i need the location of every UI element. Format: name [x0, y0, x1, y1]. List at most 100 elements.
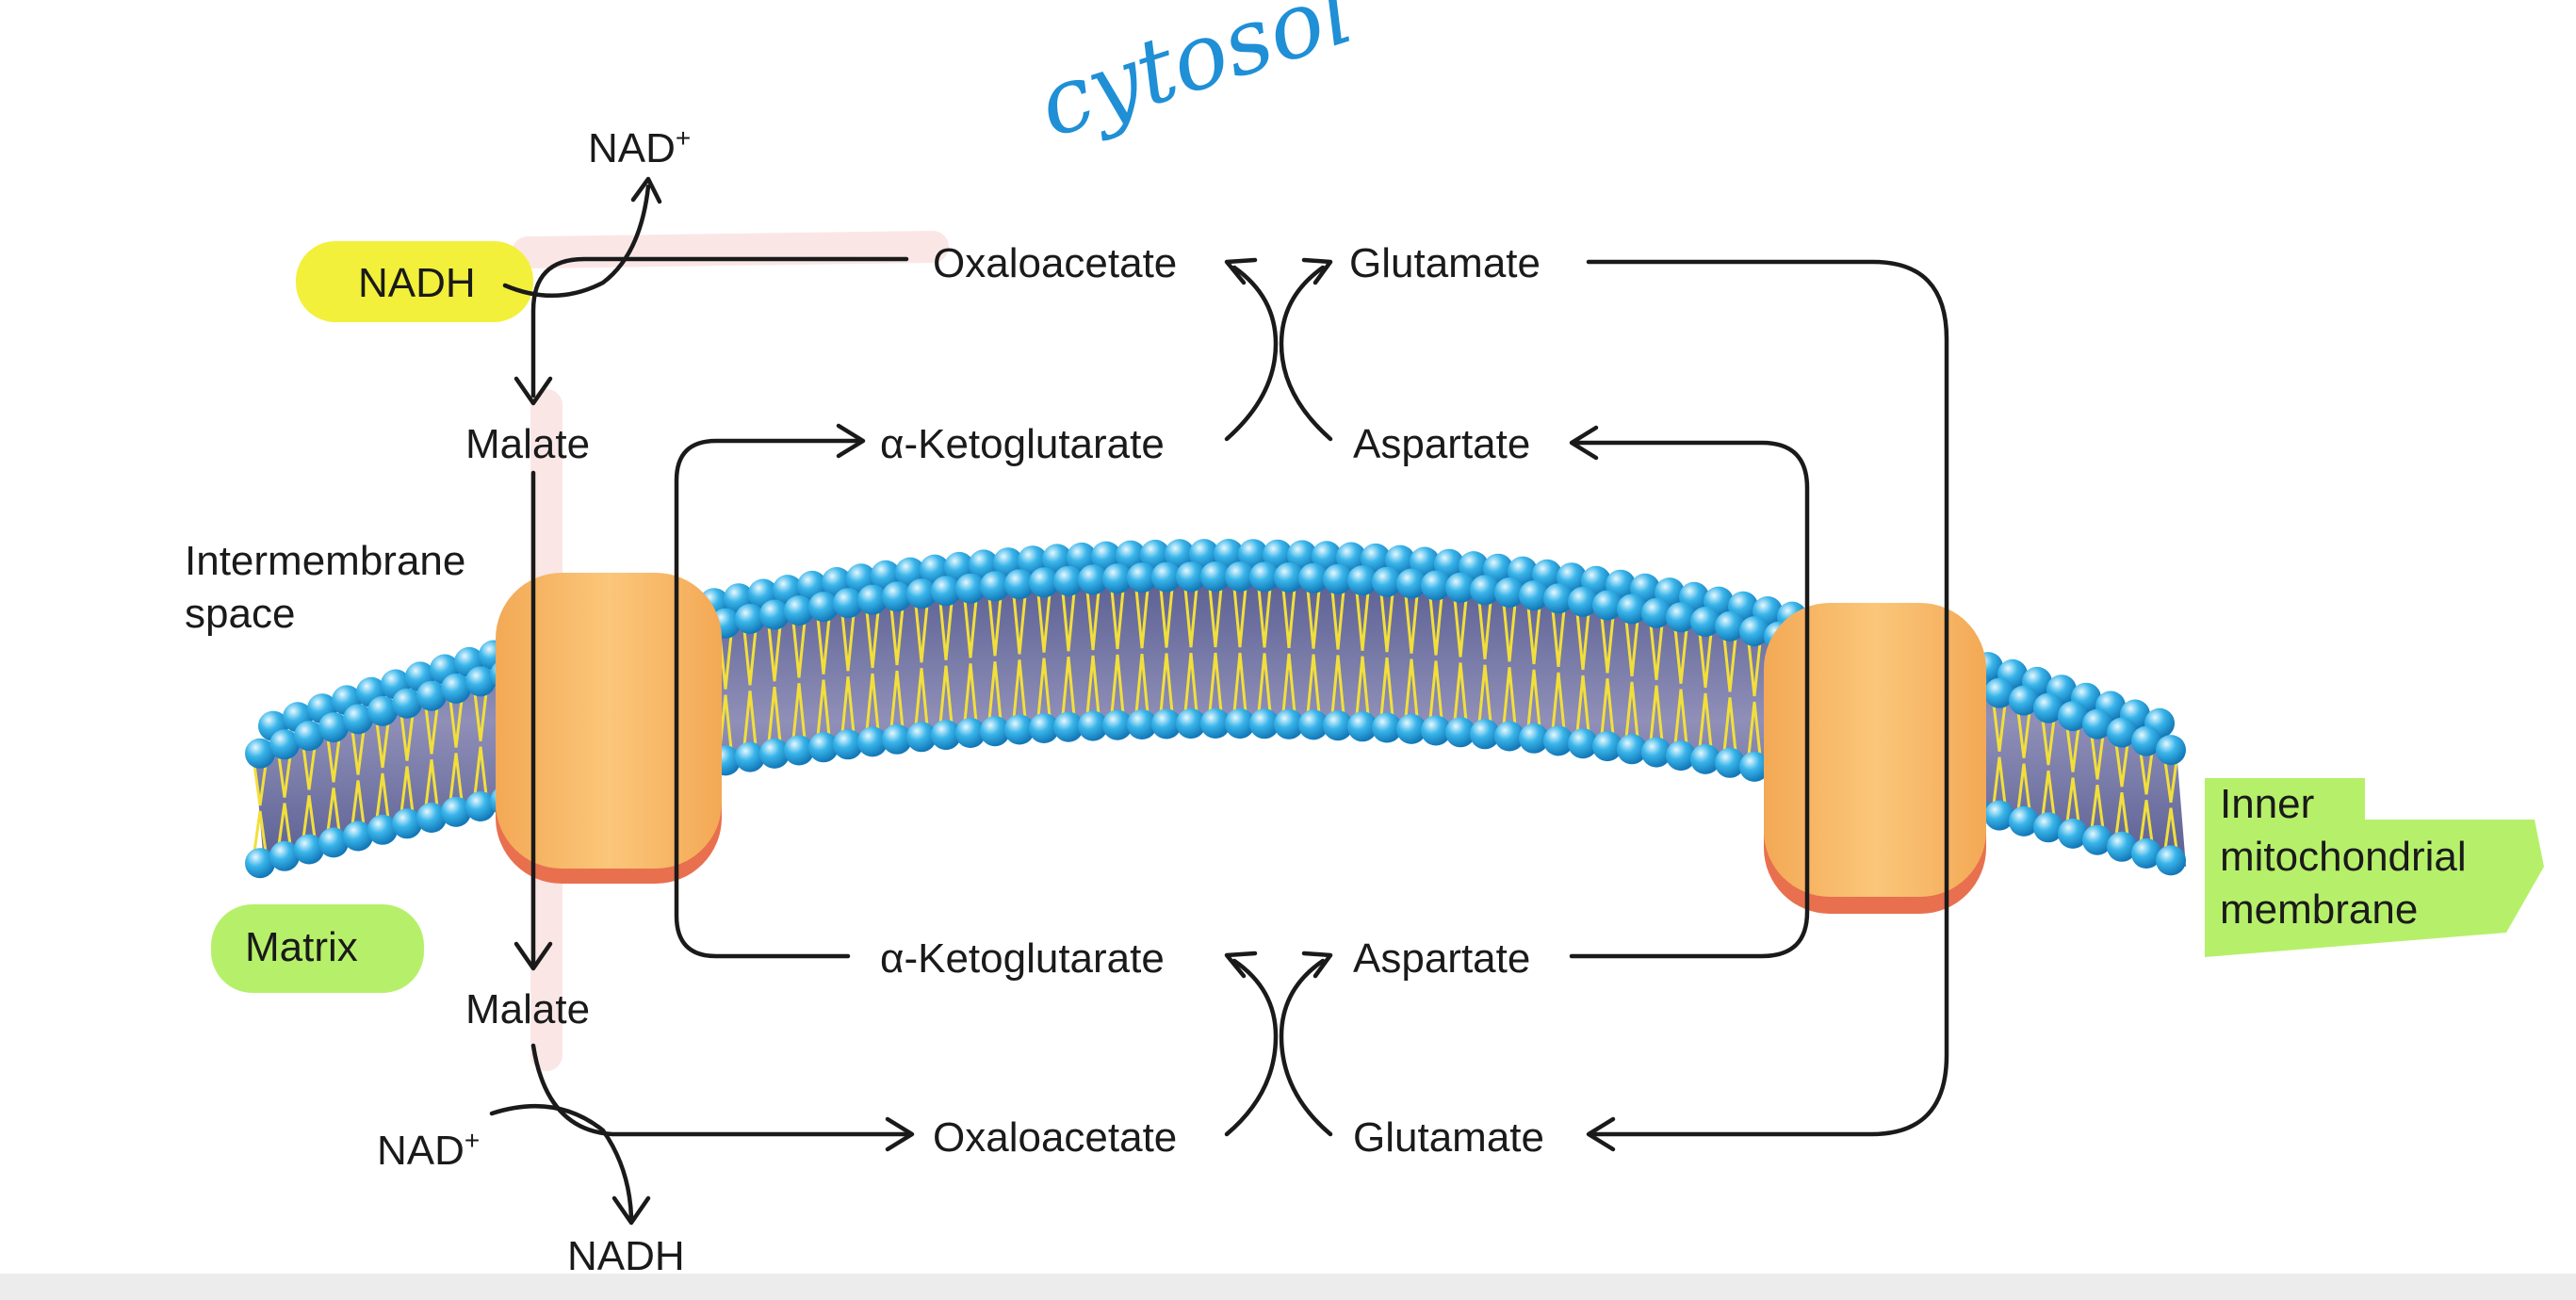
lipid-head — [1165, 539, 1195, 570]
label-nad-top-sup: + — [676, 123, 691, 153]
lipid-tail — [326, 788, 341, 832]
lipid-head — [2009, 685, 2039, 716]
lipid-head — [294, 721, 324, 752]
lipid-tail — [963, 663, 978, 723]
lipid-tail — [2041, 770, 2056, 817]
lipid-head — [735, 604, 765, 634]
handwritten-cytosol-annotation: cytosol — [1025, 0, 1364, 158]
lipid-head — [1091, 541, 1121, 572]
lipid-tail — [2139, 752, 2154, 795]
lipid-tail — [1061, 592, 1076, 652]
lipid-tail — [1502, 603, 1517, 662]
lipid-head — [906, 578, 937, 609]
lipid-tail — [351, 730, 366, 775]
lipid-head — [1214, 539, 1244, 569]
lipid-head — [857, 584, 888, 615]
lipid-head — [1396, 568, 1427, 599]
lipid-head — [1274, 562, 1304, 593]
lipid-head — [1361, 543, 1391, 574]
lipid-tail — [1330, 590, 1345, 650]
lipid-head — [269, 729, 300, 760]
lipid-head — [1519, 723, 1549, 754]
lipid-head — [1004, 714, 1035, 745]
lipid-tail — [1012, 595, 1027, 655]
lipid-tail — [1404, 594, 1419, 654]
label-malate-bottom: Malate — [465, 986, 590, 1032]
lipid-head — [245, 738, 275, 769]
lipid-tail — [1428, 596, 1443, 656]
lipid-head — [1249, 561, 1280, 593]
lipid-tail — [473, 692, 488, 741]
diagram-labels: NAD+ NADH Oxaloacetate Glutamate Malate … — [185, 123, 2467, 1279]
lipid-tail — [1673, 628, 1688, 684]
arrowhead — [611, 1195, 651, 1226]
lipid-head — [1004, 569, 1035, 600]
lipid-tail — [840, 614, 856, 672]
lipid-head — [955, 718, 986, 748]
lipid-head — [808, 732, 839, 763]
lipid-head — [1617, 593, 1647, 625]
lipid-tail — [1624, 681, 1639, 739]
lipid-tail — [1159, 588, 1174, 648]
lipid-head — [1323, 563, 1353, 594]
lipid-tail — [448, 699, 464, 748]
lipid-tail — [2016, 711, 2031, 758]
lipid-head — [2033, 812, 2063, 843]
lipid-tail — [399, 714, 415, 761]
lipid-head — [2156, 735, 2186, 766]
lipid-head — [1690, 743, 1720, 774]
lipid-tail — [914, 668, 929, 726]
lipid-tail — [1306, 589, 1321, 649]
lipid-tail — [1110, 654, 1125, 714]
lipid-head — [1385, 544, 1415, 576]
lipid-tail — [1208, 652, 1223, 713]
lipid-tail — [938, 602, 954, 660]
lipid-tail — [1404, 658, 1419, 719]
pathway-arrows — [489, 176, 1949, 1226]
lipid-tail — [1183, 653, 1198, 713]
lipid-head — [1592, 731, 1622, 762]
lipid-head — [833, 588, 863, 619]
lipid-head — [1543, 725, 1573, 756]
lipid-tail — [2163, 760, 2178, 803]
lipid-tail — [987, 597, 1003, 657]
lipid-head — [1102, 709, 1133, 740]
lipid-head — [1715, 610, 1745, 642]
lipid-tail — [1085, 655, 1101, 715]
arrow-cross-bottom-right — [1279, 958, 1333, 1137]
lipid-tail — [1036, 593, 1052, 653]
label-nad-bottom: NAD+ — [377, 1126, 480, 1174]
label-intermembrane: Intermembrane — [185, 538, 465, 584]
arrowhead — [1586, 1116, 1616, 1152]
lipid-head — [1984, 800, 2014, 831]
label-oxaloacetate-top: Oxaloacetate — [933, 240, 1177, 286]
lipid-head — [1421, 570, 1451, 601]
lipid-head — [1410, 546, 1440, 577]
arrow-aspartate-transport — [1569, 440, 1810, 959]
lipid-head — [784, 595, 814, 626]
lipid-tail — [1306, 654, 1321, 714]
lipid-tail — [791, 621, 807, 678]
lipid-tail — [1208, 587, 1223, 648]
lipid-tail — [1526, 669, 1541, 727]
lipid-tail — [1502, 667, 1517, 725]
lipid-tail — [2041, 719, 2056, 766]
lipid-head — [1249, 708, 1280, 739]
lipid-tail — [1379, 657, 1394, 717]
lipid-tail — [1575, 674, 1590, 733]
lipid-tail — [1257, 588, 1272, 648]
malate-akg-transporter — [496, 573, 722, 884]
lipid-head — [1189, 539, 1219, 570]
lipid-tail — [1453, 662, 1468, 722]
lipid-tail — [963, 599, 978, 658]
lipid-tail — [767, 626, 782, 682]
lipid-head — [441, 673, 471, 704]
lipid-tail — [791, 683, 807, 739]
arrowhead — [836, 423, 866, 459]
lipid-head — [1666, 602, 1696, 633]
lipid-tail — [277, 803, 292, 845]
label-matrix: Matrix — [245, 924, 358, 970]
lipid-head — [906, 722, 937, 753]
lipid-tail — [742, 691, 758, 746]
lipid-tail — [1698, 632, 1713, 689]
